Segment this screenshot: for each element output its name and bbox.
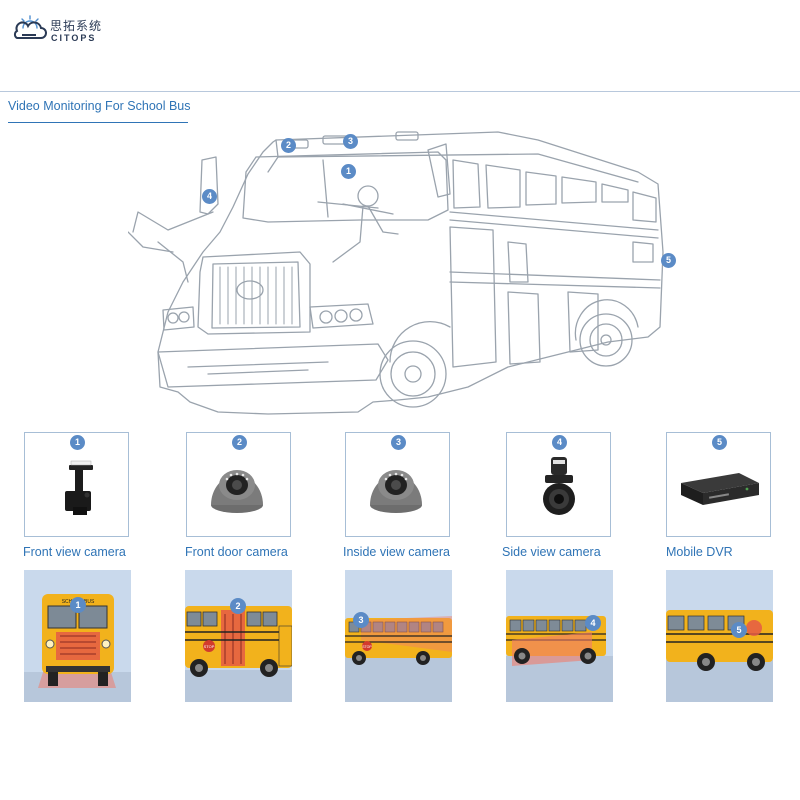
front-view-camera-icon	[65, 460, 93, 515]
device-number-1: 1	[70, 435, 85, 450]
bus-marker-1: 1	[341, 164, 356, 179]
device-number-4: 4	[552, 435, 567, 450]
scene-number-5: 5	[731, 622, 747, 638]
scene-inside-view: STOP 3	[345, 570, 452, 702]
device-label-front-view-camera: Front view camera	[23, 545, 126, 559]
device-label-inside-view-camera: Inside view camera	[343, 545, 450, 559]
device-card-front-view-camera: 1	[24, 432, 129, 537]
device-number-3: 3	[391, 435, 406, 450]
device-card-front-door-camera: 2	[186, 432, 291, 537]
scene-front-view: SCHOOL BUS 1	[24, 570, 131, 702]
bus-marker-5: 5	[661, 253, 676, 268]
dome-camera-icon	[211, 470, 263, 513]
bus-marker-2: 2	[281, 138, 296, 153]
bus-side-illustration: STOP	[185, 606, 292, 702]
scene-number-4: 4	[585, 615, 601, 631]
scene-stop-sign: STOP	[204, 644, 215, 649]
title-underline	[8, 122, 188, 123]
device-label-side-view-camera: Side view camera	[502, 545, 601, 559]
school-bus-line-drawing	[128, 131, 664, 415]
header-divider	[0, 91, 800, 92]
section-title: Video Monitoring For School Bus	[8, 99, 191, 113]
logo-chinese-name: 思拓系统	[50, 19, 103, 33]
scene-number-2: 2	[230, 598, 246, 614]
logo-english-name: CITOPS	[51, 33, 97, 43]
device-card-side-view-camera: 4	[506, 432, 611, 537]
scene-stop-sign: STOP	[362, 645, 372, 649]
scene-front-door: STOP 2	[185, 570, 292, 702]
device-number-5: 5	[712, 435, 727, 450]
scene-number-1: 1	[70, 597, 86, 613]
bus-side-illustration: STOP	[345, 616, 452, 702]
device-label-front-door-camera: Front door camera	[185, 545, 288, 559]
device-number-2: 2	[232, 435, 247, 450]
citops-logo: 思拓系统 CITOPS	[12, 14, 122, 48]
dome-camera-icon	[370, 470, 422, 513]
scene-side-view: 4	[506, 570, 613, 702]
cloud-logo-icon	[13, 15, 47, 39]
bus-marker-4: 4	[202, 189, 217, 204]
device-label-mobile-dvr: Mobile DVR	[666, 545, 733, 559]
mobile-dvr-icon	[681, 473, 759, 505]
scene-number-3: 3	[353, 612, 369, 628]
bus-side-illustration	[666, 610, 773, 702]
bus-side-illustration	[506, 616, 613, 702]
device-card-inside-view-camera: 3	[345, 432, 450, 537]
bus-marker-3: 3	[343, 134, 358, 149]
side-view-camera-icon	[543, 457, 575, 515]
bus-front-illustration: SCHOOL BUS	[24, 594, 131, 702]
device-card-mobile-dvr: 5	[666, 432, 771, 537]
scene-mobile-dvr: 5	[666, 570, 773, 702]
